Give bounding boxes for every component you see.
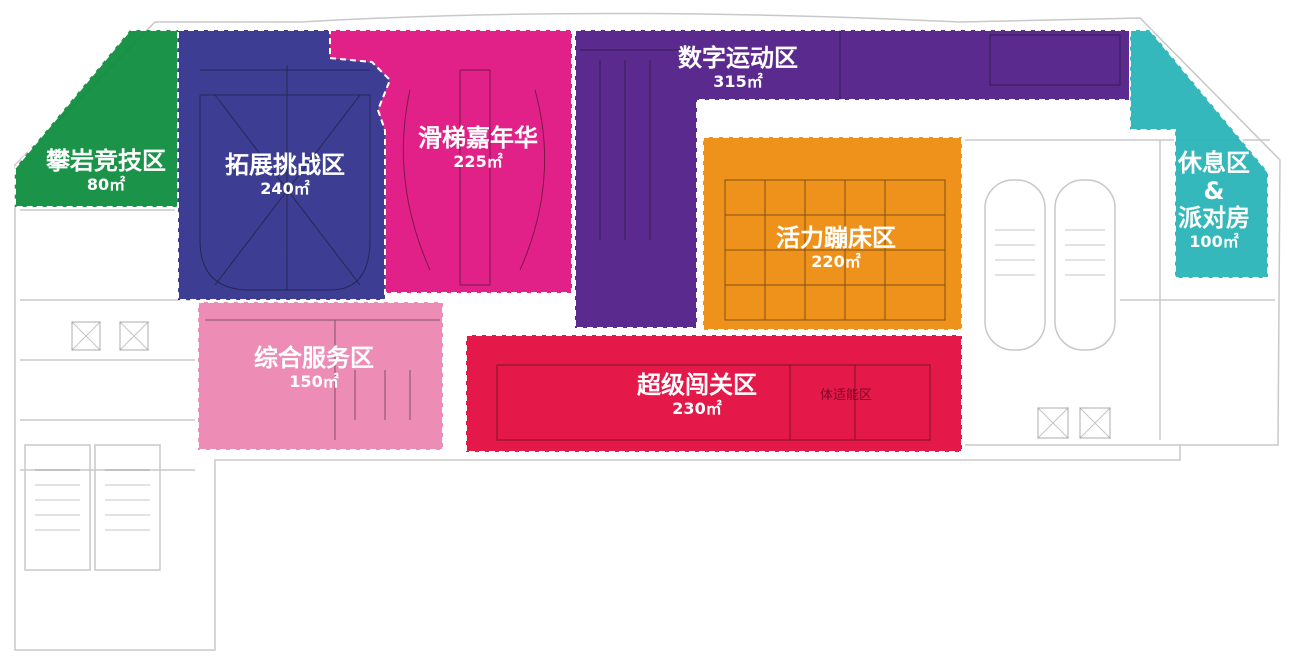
- zone-super-challenge[interactable]: [465, 334, 963, 453]
- zone-name: 活力蹦床区: [776, 224, 896, 252]
- zone-area: 240㎡: [260, 178, 310, 198]
- zone-label-service: 综合服务区 150㎡: [254, 344, 374, 391]
- equipment-lines: [199, 30, 1121, 441]
- zone-name: 超级闯关区: [637, 371, 757, 399]
- zone-area: 315㎡: [713, 71, 763, 91]
- zone-climbing[interactable]: [14, 29, 179, 208]
- zone-name: 攀岩竞技区: [46, 147, 166, 175]
- elevators: [71, 321, 1111, 439]
- stairs-left: [24, 444, 161, 571]
- zone-trampoline[interactable]: [702, 136, 963, 331]
- zone-rest-party[interactable]: [1129, 29, 1269, 279]
- zone-label-super-challenge: 超级闯关区 230㎡: [637, 371, 757, 418]
- zone-label-digital-sports: 数字运动区 315㎡: [678, 44, 798, 91]
- interior-walls: [20, 139, 1275, 471]
- zone-name: 滑梯嘉年华: [418, 124, 538, 152]
- zone-area: 230㎡: [672, 398, 722, 418]
- fitness-area-annotation: 体适能区: [820, 388, 872, 403]
- zone-name: 休息区: [1178, 149, 1250, 177]
- stairs-right: [984, 179, 1116, 351]
- zone-name: 数字运动区: [678, 44, 798, 72]
- zone-name: 综合服务区: [254, 344, 374, 372]
- zone-area: 80㎡: [86, 174, 126, 194]
- zone-area: 225㎡: [453, 151, 503, 171]
- zone-area: 100㎡: [1189, 231, 1239, 251]
- zone-area: 150㎡: [289, 371, 339, 391]
- zone-name: 拓展挑战区: [225, 151, 345, 179]
- zone-slide-carnival[interactable]: [329, 29, 573, 294]
- zone-service[interactable]: [197, 301, 444, 451]
- zone-label-slide-carnival: 滑梯嘉年华 225㎡: [418, 124, 538, 171]
- zone-label-climbing: 攀岩竞技区 80㎡: [46, 147, 166, 194]
- building-outline: [14, 12, 1281, 651]
- zone-label-outdoor-challenge: 拓展挑战区 240㎡: [225, 151, 345, 198]
- zone-area: 220㎡: [811, 251, 861, 271]
- zone-name-2: 派对房: [1178, 204, 1250, 233]
- zone-amp: &: [1203, 176, 1225, 205]
- zone-label-rest-party: 休息区 & 派对房 100㎡: [1178, 149, 1250, 251]
- zone-label-trampoline: 活力蹦床区 220㎡: [776, 224, 896, 271]
